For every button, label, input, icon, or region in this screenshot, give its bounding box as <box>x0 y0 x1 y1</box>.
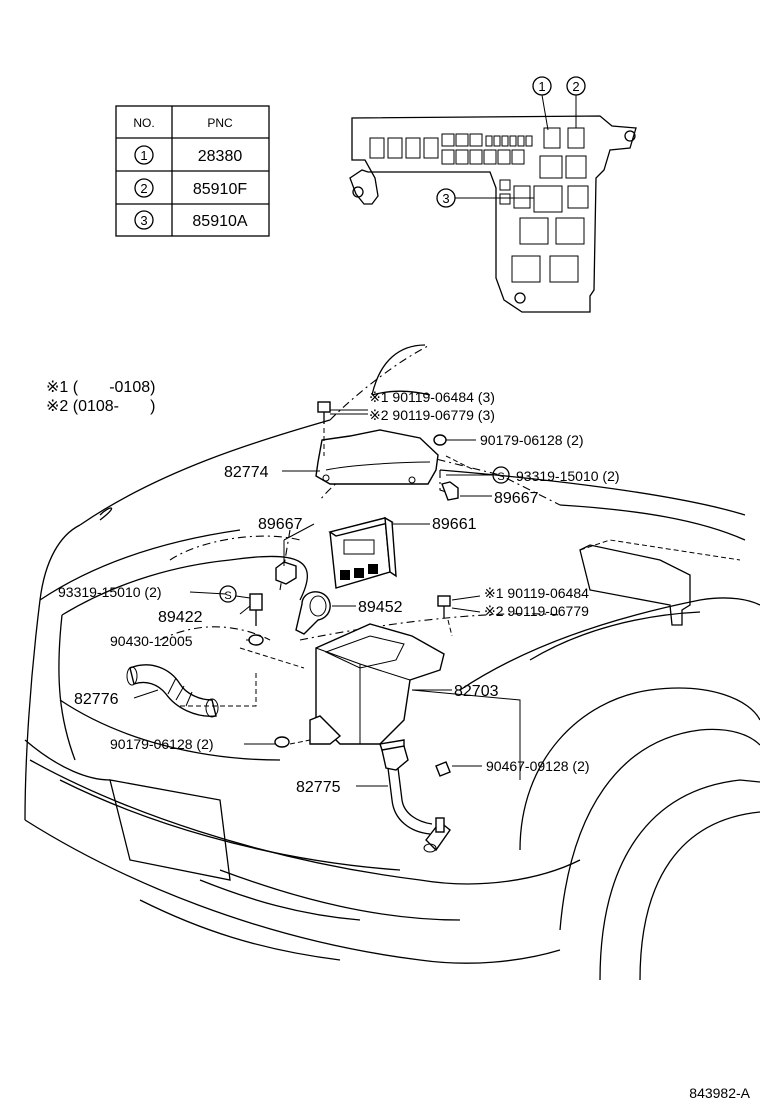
note-2: ※2 (0108- ) <box>46 398 155 415</box>
note-1: ※1 ( -0108) <box>46 379 155 396</box>
label-90119-06779-right: ※2 90119-06779 <box>484 603 589 619</box>
nut-icon <box>433 434 476 446</box>
table-row-marker <box>134 145 154 165</box>
label-89661: 89661 <box>432 516 477 533</box>
nut-icon <box>274 736 290 748</box>
washer-icon <box>248 634 264 646</box>
pnc-table: NO. PNC 1 28380 2 85910F 3 85910A <box>115 105 270 237</box>
svg-text:S: S <box>224 590 231 602</box>
bolt-icon <box>437 595 453 637</box>
vehicle-body-outline <box>24 344 760 981</box>
s-mark-icon <box>219 585 237 603</box>
label-89452: 89452 <box>358 599 403 616</box>
sensor-icon <box>249 593 263 626</box>
table-row-pnc: 28380 <box>198 148 243 165</box>
label-90119-06484-right: ※1 90119-06484 <box>484 585 589 601</box>
svg-text:S: S <box>497 471 504 483</box>
relay-block-cover <box>315 429 439 485</box>
label-82775: 82775 <box>296 779 341 796</box>
buzzer-icon <box>295 591 331 635</box>
label-82703: 82703 <box>454 683 499 700</box>
leader-lines <box>133 409 521 787</box>
hose <box>126 664 219 718</box>
label-90430-12005: 90430-12005 <box>110 633 193 649</box>
s-mark-icon <box>492 466 510 484</box>
label-89667-left: 89667 <box>258 516 303 533</box>
label-90467-09128: 90467-09128 (2) <box>486 758 590 774</box>
label-82774: 82774 <box>224 464 269 481</box>
bolt-icon <box>435 761 451 777</box>
label-89422: 89422 <box>158 609 203 626</box>
bracket <box>275 561 297 585</box>
diagram-code: 843982-A <box>689 1085 750 1101</box>
connector-harness <box>381 745 451 853</box>
label-93319-15010-left: 93319-15010 (2) <box>58 584 162 600</box>
label-93319-15010-right: 93319-15010 (2) <box>516 468 620 484</box>
table-row-pnc: 85910F <box>193 181 247 198</box>
bolt-icon <box>317 401 331 456</box>
control-module <box>328 516 397 589</box>
label-90119-06779-top: ※2 90119-06779 (3) <box>369 407 495 423</box>
table-row-no: 2 <box>140 181 147 196</box>
table-row-marker <box>134 178 154 198</box>
table-row-no: 3 <box>140 213 147 228</box>
table-row-marker <box>134 210 154 230</box>
svg-text:2: 2 <box>572 79 579 94</box>
svg-text:3: 3 <box>442 191 449 206</box>
svg-text:1: 1 <box>538 79 545 94</box>
label-89667-right: 89667 <box>494 490 539 507</box>
label-90119-06484-top: ※1 90119-06484 (3) <box>369 389 495 405</box>
clip-icon <box>441 481 459 501</box>
label-90179-06128-top: 90179-06128 (2) <box>480 432 584 448</box>
table-row-no: 1 <box>140 148 147 163</box>
relay-block: 1 2 3 <box>349 76 637 313</box>
label-82776: 82776 <box>74 691 119 708</box>
table-header-pnc: PNC <box>207 116 233 130</box>
label-90179-06128-bottom: 90179-06128 (2) <box>110 736 214 752</box>
table-row-pnc: 85910A <box>192 213 247 230</box>
table-header-no: NO. <box>133 116 154 130</box>
